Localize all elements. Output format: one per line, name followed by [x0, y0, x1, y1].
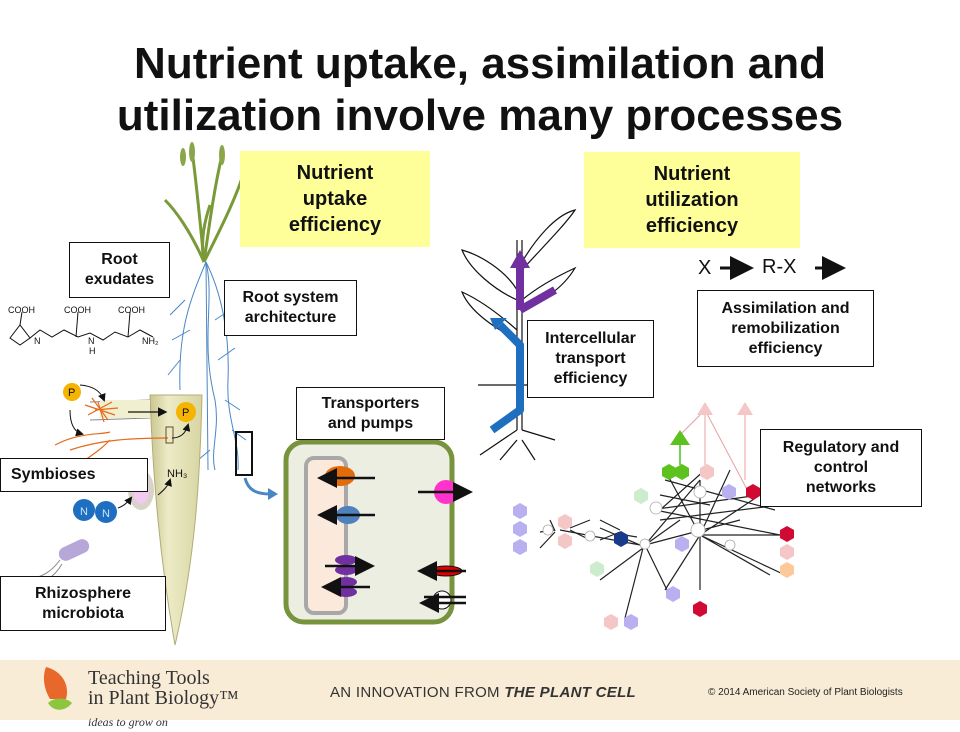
nutrient-utilization-efficiency-heading: Nutrient utilization efficiency	[584, 152, 800, 248]
label-line: networks	[805, 479, 877, 496]
label-line: efficiency	[748, 339, 823, 357]
zoom-region-icon	[235, 431, 253, 476]
cooh-label-3: COOH	[118, 305, 145, 315]
innovation-prefix: AN INNOVATION FROM	[330, 684, 505, 701]
intercellular-transport-efficiency-label: Intercellular transport efficiency	[527, 320, 654, 398]
diagram-artwork: COOH COOH COOH N N H NH₂ P P N N NH₃	[8, 142, 846, 646]
chemical-structure-icon	[9, 311, 154, 346]
label-line: and pumps	[327, 414, 414, 432]
symbioses-label: Symbioses	[0, 458, 148, 492]
reaction-product: R-X	[762, 256, 797, 278]
label-line: Root	[101, 251, 138, 268]
phosphate-label: P	[68, 387, 75, 399]
label-line: control	[813, 459, 869, 476]
logo-line-2: in Plant Biology™	[88, 687, 239, 709]
logo-tagline: ideas to grow on	[88, 715, 168, 729]
label-line: Rhizosphere	[34, 584, 131, 602]
root-tip-icon	[149, 394, 203, 646]
label-line: exudates	[84, 271, 155, 288]
nutrient-uptake-efficiency-heading: Nutrient uptake efficiency	[240, 151, 430, 247]
label-line: Root system	[242, 289, 339, 306]
root-system-architecture-label: Root system architecture	[224, 280, 357, 336]
teaching-tools-logo-icon	[43, 667, 72, 710]
arbuscule-icon	[165, 426, 174, 444]
label-line: Assimilation and	[721, 299, 850, 317]
heading-line: efficiency	[645, 215, 739, 237]
copyright-notice: © 2014 American Society of Plant Biologi…	[708, 687, 903, 698]
grass-spike-icon	[219, 145, 225, 165]
rhizosphere-microbiota-label: Rhizosphere microbiota	[0, 576, 166, 631]
regulatory-control-networks-label: Regulatory and control networks	[760, 429, 922, 507]
transporter-proteins-icon	[317, 466, 473, 609]
label-line: Intercellular	[545, 330, 636, 347]
root-exudates-label: Root exudates	[69, 242, 170, 298]
label-line: Regulatory and	[782, 439, 900, 456]
label-line: Transporters	[321, 394, 420, 412]
label-line: remobilization	[731, 319, 840, 337]
slide-title: Nutrient uptake, assimilation and utiliz…	[0, 38, 960, 142]
title-line-2: utilization involve many processes	[116, 91, 844, 140]
root-system-icon	[167, 261, 247, 471]
phosphate-inside-icon	[176, 402, 196, 422]
innovation-credit: AN INNOVATION FROM THE PLANT CELL	[330, 684, 636, 701]
cooh-label-2: COOH	[64, 305, 91, 315]
upward-transport-arrow-icon	[489, 322, 524, 434]
label-line: microbiota	[42, 604, 124, 622]
n-label: N	[34, 336, 41, 346]
zoom-arrow-icon	[243, 477, 271, 496]
assimilation-remobilization-efficiency-label: Assimilation and remobilization efficien…	[697, 290, 874, 367]
teaching-tools-wordmark: Teaching Tools in Plant Biology™ ideas t…	[88, 668, 239, 732]
regulatory-network-icon	[513, 402, 794, 630]
heading-line: efficiency	[288, 214, 382, 236]
label-line: efficiency	[553, 370, 628, 387]
nh2-label: NH₂	[142, 336, 159, 346]
logo-line-1: Teaching Tools	[88, 667, 210, 689]
transporters-and-pumps-label: Transporters and pumps	[296, 387, 445, 440]
phosphate-icon	[63, 383, 81, 401]
footer-bar: Teaching Tools in Plant Biology™ ideas t…	[0, 660, 960, 729]
nh-label: N	[88, 336, 95, 346]
label-line: Symbioses	[11, 466, 96, 483]
heading-line: utilization	[645, 189, 739, 211]
n2-atom-icon	[73, 499, 95, 521]
phosphate-inside-label: P	[182, 407, 189, 419]
label-line: transport	[555, 350, 626, 367]
grass-plant-icon	[163, 149, 245, 263]
heading-line: uptake	[302, 188, 368, 210]
n-atom-label: N	[102, 508, 110, 520]
heading-line: Nutrient	[653, 163, 731, 185]
nh3-label: NH₃	[167, 468, 187, 480]
cooh-label-1: COOH	[8, 305, 35, 315]
grass-spike-icon	[189, 142, 195, 162]
n-atom-label: N	[80, 506, 88, 518]
label-line: architecture	[244, 309, 337, 326]
grass-spike-icon	[180, 148, 186, 166]
mycorrhizal-hyphae-icon	[54, 397, 169, 461]
title-line-1: Nutrient uptake, assimilation and	[134, 39, 826, 88]
h-label: H	[89, 346, 96, 356]
journal-name: THE PLANT CELL	[504, 684, 637, 701]
vacuole-icon	[304, 456, 348, 615]
heading-line: Nutrient	[296, 162, 374, 184]
reaction-substrate: X	[698, 257, 712, 279]
n2-atom-icon	[95, 501, 117, 523]
